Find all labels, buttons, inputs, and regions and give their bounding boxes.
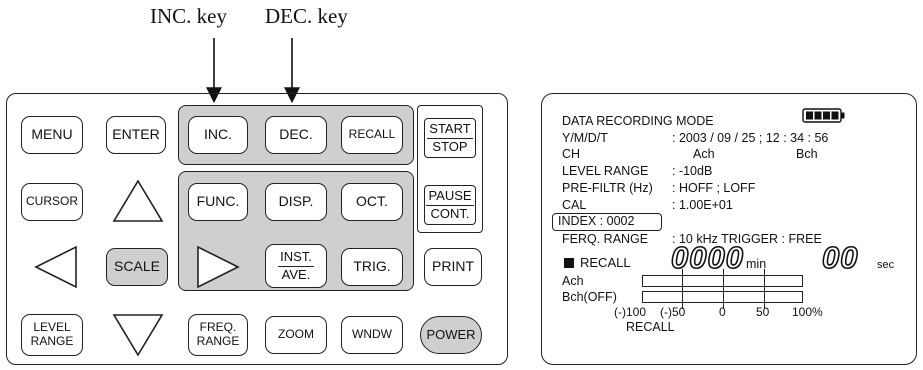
scale-tick [723, 269, 725, 309]
recall-indicator-icon [564, 258, 574, 268]
ymdt-label: Y/M/D/T [562, 131, 608, 145]
dec-key[interactable]: DEC. [265, 116, 327, 154]
scale-tick [682, 269, 684, 309]
scale-caption: RECALL [626, 320, 675, 334]
level-range-label: LEVEL RANGE [562, 164, 649, 178]
ch-b-label: Bch [796, 147, 818, 161]
level-bar-ach [642, 275, 803, 287]
bar-b-label: Bch(OFF) [562, 290, 617, 304]
cont-label: CONT. [430, 205, 470, 221]
second-counter: 00 [821, 239, 859, 276]
up-arrow-key[interactable] [111, 178, 165, 224]
ymdt-value: : 2003 / 09 / 25 ; 12 : 34 : 56 [672, 131, 829, 145]
level-bar-bch [642, 291, 803, 303]
inst-ave-key[interactable]: INST.AVE. [265, 244, 327, 288]
disp-key[interactable]: DISP. [265, 183, 327, 221]
freq-label: FREQ. [199, 320, 237, 335]
pause-label: PAUSE [426, 188, 474, 206]
print-key[interactable]: PRINT [424, 248, 482, 286]
scale-tick [764, 269, 766, 309]
freq-range-key[interactable]: FREQ.RANGE [188, 314, 248, 356]
start-label: START [427, 121, 473, 139]
freq-range-label: RANGE [196, 334, 240, 348]
func-key[interactable]: FUNC. [188, 183, 248, 221]
zoom-key[interactable]: ZOOM [265, 316, 327, 354]
cal-label: CAL [562, 198, 587, 212]
scale-label-neg50: (-)50 [660, 305, 686, 319]
level-range-value: : -10dB [672, 164, 713, 178]
inc-key-callout: INC. key [150, 4, 227, 28]
stop-label: STOP [432, 138, 468, 154]
battery-icon [802, 108, 845, 123]
ferq-range-label: FERQ. RANGE [562, 232, 649, 246]
minute-unit: min [746, 257, 767, 271]
recall-status-label: RECALL [580, 255, 631, 270]
prefilter-value: : HOFF ; LOFF [672, 181, 756, 195]
level-label: LEVEL [33, 320, 71, 335]
enter-key[interactable]: ENTER [106, 116, 166, 154]
inc-key[interactable]: INC. [188, 116, 248, 154]
scale-key[interactable]: SCALE [106, 248, 168, 286]
left-arrow-key[interactable] [33, 244, 79, 290]
oct-key[interactable]: OCT. [341, 183, 403, 221]
second-unit: sec [877, 259, 895, 271]
mode-title: DATA RECORDING MODE [562, 114, 714, 128]
scale-label-neg100: (-)100 [614, 305, 647, 319]
bar-a-label: Ach [562, 274, 584, 288]
scale-label-100pct: 100% [792, 305, 823, 319]
recall-key[interactable]: RECALL [341, 116, 403, 154]
ch-label: CH [562, 147, 581, 161]
trig-key[interactable]: TRIG. [341, 248, 403, 286]
scale-label-0: 0 [719, 305, 726, 319]
right-arrow-key[interactable] [195, 244, 241, 290]
wndw-key[interactable]: WNDW [341, 316, 403, 354]
ferq-range-value: : 10 kHz TRIGGER : FREE [672, 232, 822, 246]
down-arrow-key[interactable] [111, 312, 165, 358]
index-highlight-box [552, 213, 662, 231]
ave-label: AVE. [281, 266, 311, 282]
lcd-display: DATA RECORDING MODE Y/M/D/T : 2003 / 09 … [541, 93, 917, 365]
inst-label: INST. [278, 249, 314, 267]
cal-value: : 1.00E+01 [672, 198, 733, 212]
dec-key-callout: DEC. key [265, 4, 348, 28]
menu-key[interactable]: MENU [21, 116, 83, 154]
index-value: INDEX : 0002 [558, 214, 635, 228]
level-range-label: RANGE [30, 334, 74, 348]
ch-a-label: Ach [693, 147, 715, 161]
prefilter-label: PRE-FILTR (Hz) [562, 181, 653, 195]
cursor-key[interactable]: CURSOR [21, 183, 83, 221]
scale-label-50: 50 [756, 305, 770, 319]
power-key[interactable]: POWER [420, 316, 482, 354]
